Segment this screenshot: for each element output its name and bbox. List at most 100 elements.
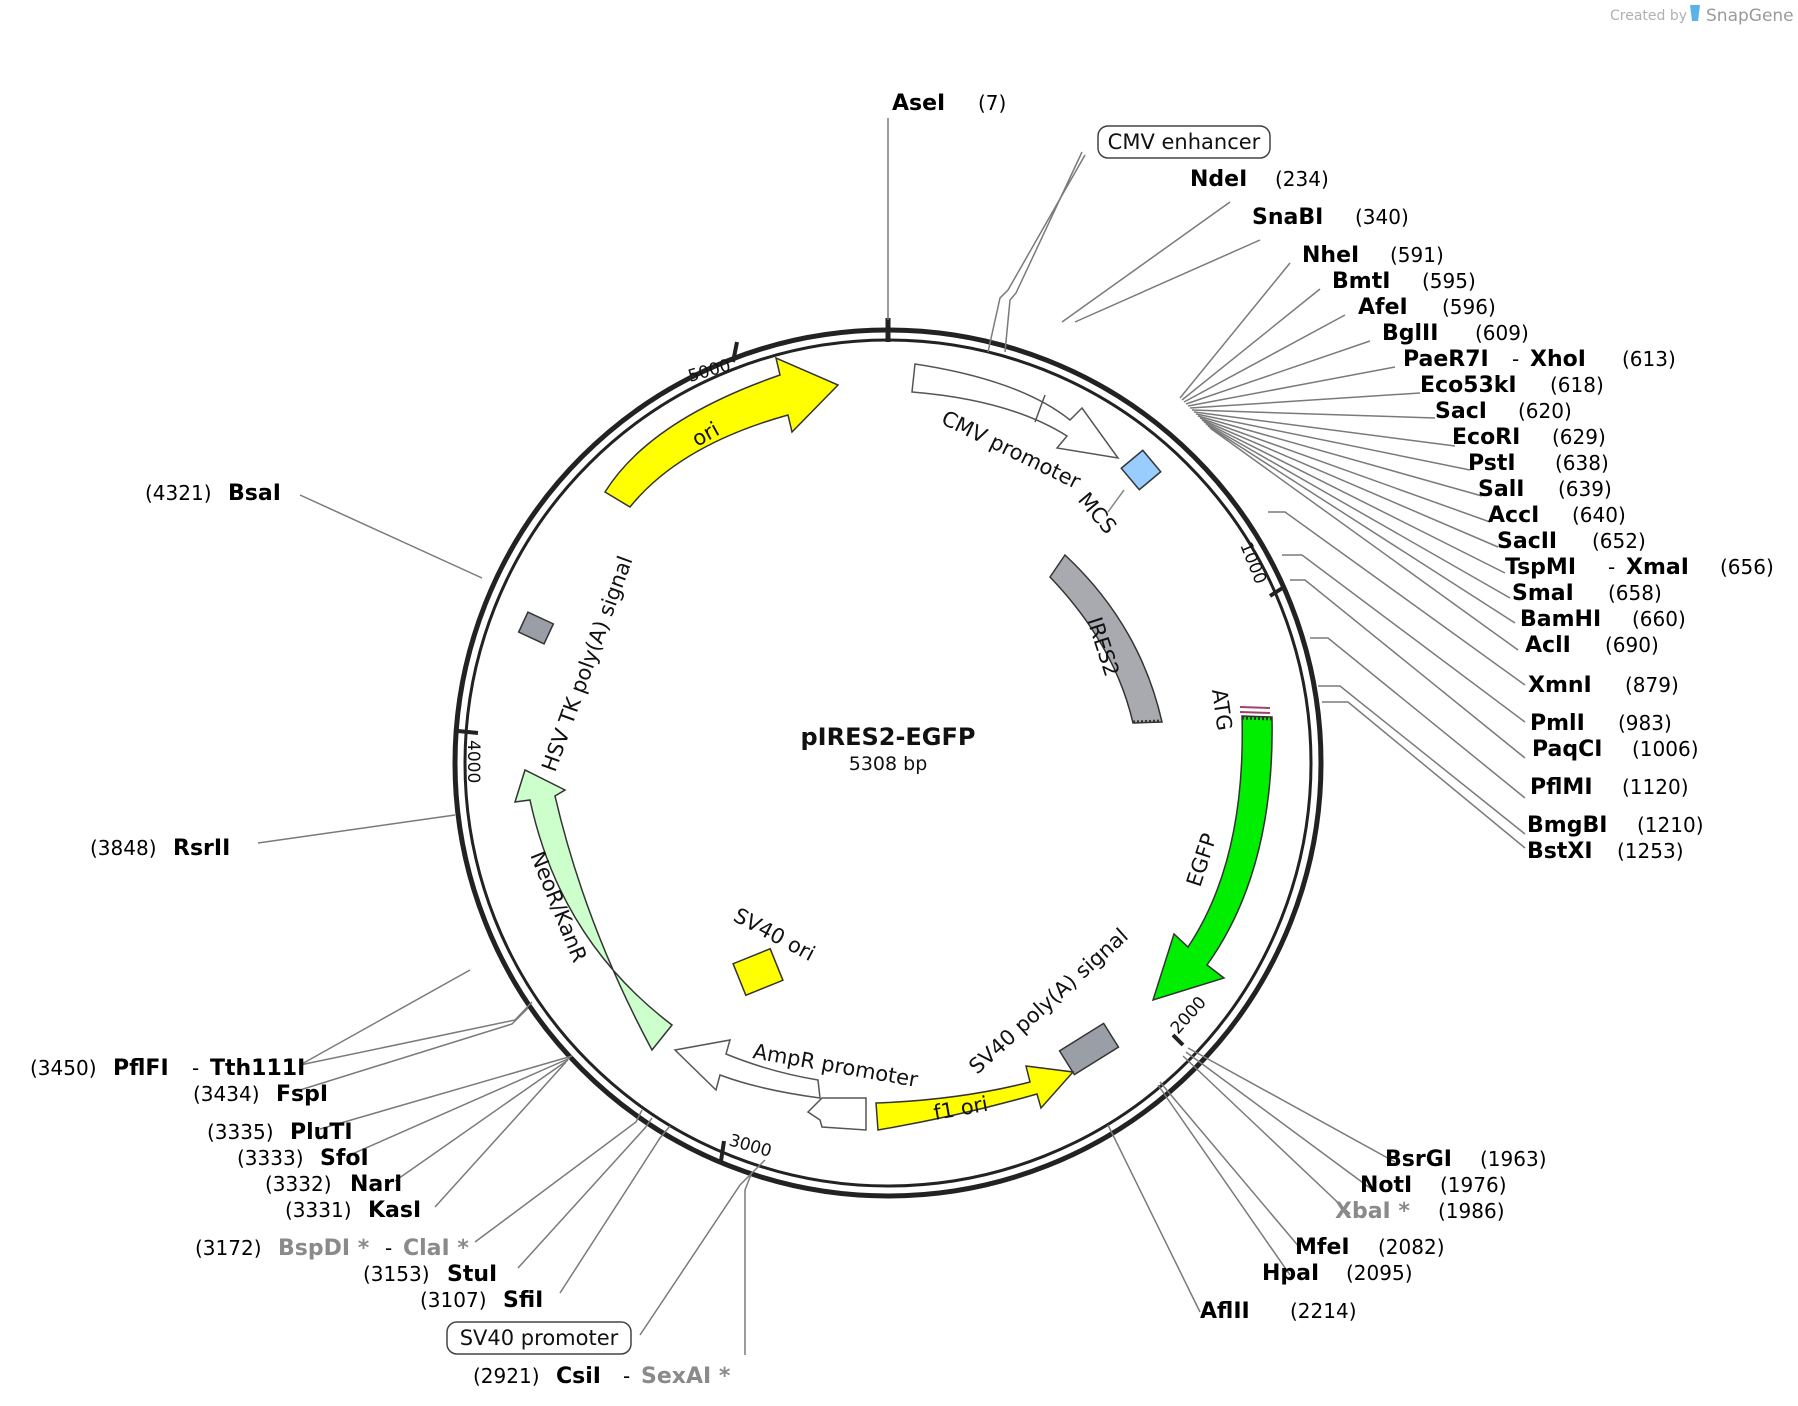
enzyme-name[interactable]: NheI — [1302, 243, 1359, 268]
enzyme-pos: (879) — [1625, 673, 1679, 697]
enzyme-name[interactable]: Eco53kI — [1420, 373, 1517, 398]
enzyme-name[interactable]: BspDI * — [278, 1236, 370, 1261]
neor-kanr-arrow[interactable] — [513, 768, 674, 1052]
enzyme-name-2[interactable]: SexAI * — [641, 1364, 731, 1389]
egfp-arrow[interactable] — [1151, 715, 1273, 1002]
enzyme-pos: (596) — [1442, 295, 1496, 319]
enzyme-name[interactable]: SacI — [1435, 399, 1487, 424]
enzyme-pos: (234) — [1275, 167, 1329, 191]
enzyme-name[interactable]: PflMI — [1530, 775, 1593, 800]
hsv-tk-polya-box[interactable] — [517, 611, 555, 645]
enzyme-name[interactable]: AfeI — [1358, 295, 1408, 320]
enzyme-name[interactable]: PaqCI — [1532, 737, 1602, 762]
credit-brand[interactable]: SnapGene — [1706, 6, 1794, 26]
enzyme-sep: - — [385, 1236, 392, 1260]
enzyme-name[interactable]: AseI — [892, 91, 945, 116]
enzyme-name[interactable]: BstXI — [1527, 839, 1593, 864]
enzyme-name[interactable]: XmnI — [1528, 673, 1592, 698]
leader-lines — [257, 118, 1526, 1355]
enzyme-name[interactable]: BmgBI — [1527, 813, 1607, 838]
enzyme-name[interactable]: StuI — [447, 1262, 497, 1287]
enzyme-pos: (639) — [1558, 477, 1612, 501]
enzyme-name[interactable]: SmaI — [1512, 581, 1574, 606]
mcs-box[interactable] — [1120, 449, 1162, 491]
ampr-promoter-arrow-2[interactable] — [806, 1097, 867, 1131]
enzyme-name[interactable]: PstI — [1468, 451, 1516, 476]
enzyme-name[interactable]: BsaI — [228, 481, 281, 506]
enzyme-name[interactable]: TspMI — [1505, 555, 1576, 580]
f1-ori-arrow[interactable] — [875, 1065, 1075, 1131]
enzyme-pos: (658) — [1608, 581, 1662, 605]
enzyme-name[interactable]: PluTI — [290, 1120, 353, 1145]
enzyme-pos: (1006) — [1632, 737, 1699, 761]
enzyme-pos: (656) — [1720, 555, 1774, 579]
enzyme-pos: (2082) — [1378, 1235, 1445, 1259]
plasmid-name: pIRES2-EGFP — [800, 723, 975, 751]
enzyme-name[interactable]: MfeI — [1295, 1235, 1350, 1260]
enzyme-name-2[interactable]: XhoI — [1530, 347, 1586, 372]
sv40-ori-box[interactable] — [732, 947, 784, 997]
tick-label-4000: 4000 — [463, 740, 483, 783]
enzyme-name[interactable]: EcoRI — [1452, 425, 1520, 450]
enzyme-name[interactable]: AccI — [1488, 503, 1539, 528]
enzyme-pos: (3335) — [207, 1120, 274, 1144]
enzyme-name[interactable]: XbaI * — [1335, 1199, 1410, 1224]
enzyme-name[interactable]: SfiI — [503, 1288, 543, 1313]
sv40-promoter-box[interactable] — [446, 1321, 632, 1355]
enzyme-pos: (640) — [1572, 503, 1626, 527]
tick-label-2000: 2000 — [1167, 993, 1211, 1039]
enzyme-name[interactable]: BamHI — [1520, 607, 1601, 632]
mcs-label: MCS — [1073, 488, 1121, 539]
atg-label: ATG — [1207, 687, 1237, 732]
tick-4000 — [457, 729, 479, 735]
enzyme-name[interactable]: HpaI — [1262, 1261, 1319, 1286]
enzyme-sep: - — [192, 1056, 199, 1080]
enzyme-pos: (618) — [1550, 373, 1604, 397]
enzyme-name[interactable]: KasI — [368, 1198, 421, 1223]
enzyme-name[interactable]: NarI — [350, 1172, 402, 1197]
enzyme-pos: (690) — [1605, 633, 1659, 657]
enzyme-name[interactable]: BmtI — [1332, 269, 1390, 294]
enzyme-name[interactable]: PflFI — [113, 1056, 169, 1081]
enzyme-pos: (3434) — [193, 1082, 260, 1106]
tick-label-5000: 5000 — [686, 356, 733, 387]
enzyme-name[interactable]: PaeR7I — [1403, 347, 1489, 372]
enzyme-name[interactable]: PmlI — [1530, 711, 1585, 736]
enzyme-pos: (1120) — [1622, 775, 1689, 799]
enzyme-name[interactable]: NotI — [1360, 1173, 1412, 1198]
sv40-polya-box[interactable] — [1058, 1022, 1120, 1076]
enzyme-name[interactable]: SacII — [1497, 529, 1557, 554]
enzyme-pos: (3333) — [237, 1146, 304, 1170]
enzyme-pos: (2921) — [473, 1364, 540, 1388]
enzyme-name-2[interactable]: ClaI * — [403, 1236, 469, 1261]
enzyme-sep: - — [1512, 347, 1519, 371]
enzyme-name[interactable]: FspI — [276, 1082, 328, 1107]
enzyme-pos: (1210) — [1637, 813, 1704, 837]
enzyme-pos: (652) — [1592, 529, 1646, 553]
enzyme-pos: (620) — [1518, 399, 1572, 423]
enzyme-pos: (4321) — [145, 481, 212, 505]
enzyme-name[interactable]: SfoI — [320, 1146, 369, 1171]
enzyme-pos: (1976) — [1440, 1173, 1507, 1197]
enzyme-name[interactable]: SnaBI — [1252, 205, 1323, 230]
enzyme-name[interactable]: RsrII — [173, 836, 230, 861]
ires2-block[interactable] — [1049, 553, 1163, 724]
sv40-promoter-label: SV40 promoter — [460, 1326, 619, 1350]
cmv-promoter-arrow[interactable] — [911, 363, 1120, 460]
enzyme-name[interactable]: SalI — [1478, 477, 1524, 502]
cmv-enhancer-box[interactable] — [1097, 125, 1271, 159]
enzyme-name[interactable]: BglII — [1382, 321, 1438, 346]
enzyme-labels-left: (4321) BsaI (3848) RsrII (3450) PflFI - … — [30, 481, 731, 1389]
enzyme-name[interactable]: BsrGI — [1385, 1147, 1452, 1172]
ampr-promoter-arrow[interactable] — [673, 1039, 821, 1099]
enzyme-name-2[interactable]: Tth111I — [210, 1056, 305, 1081]
enzyme-pos: (629) — [1552, 425, 1606, 449]
enzyme-name[interactable]: AclI — [1525, 633, 1571, 658]
enzyme-pos: (3848) — [90, 836, 157, 860]
ori-arrow[interactable] — [603, 356, 840, 508]
enzyme-name[interactable]: AflII — [1200, 1299, 1250, 1324]
enzyme-name-2[interactable]: XmaI — [1626, 555, 1689, 580]
enzyme-pos: (3332) — [265, 1172, 332, 1196]
enzyme-name[interactable]: CsiI — [556, 1364, 601, 1389]
enzyme-name[interactable]: NdeI — [1190, 167, 1247, 192]
